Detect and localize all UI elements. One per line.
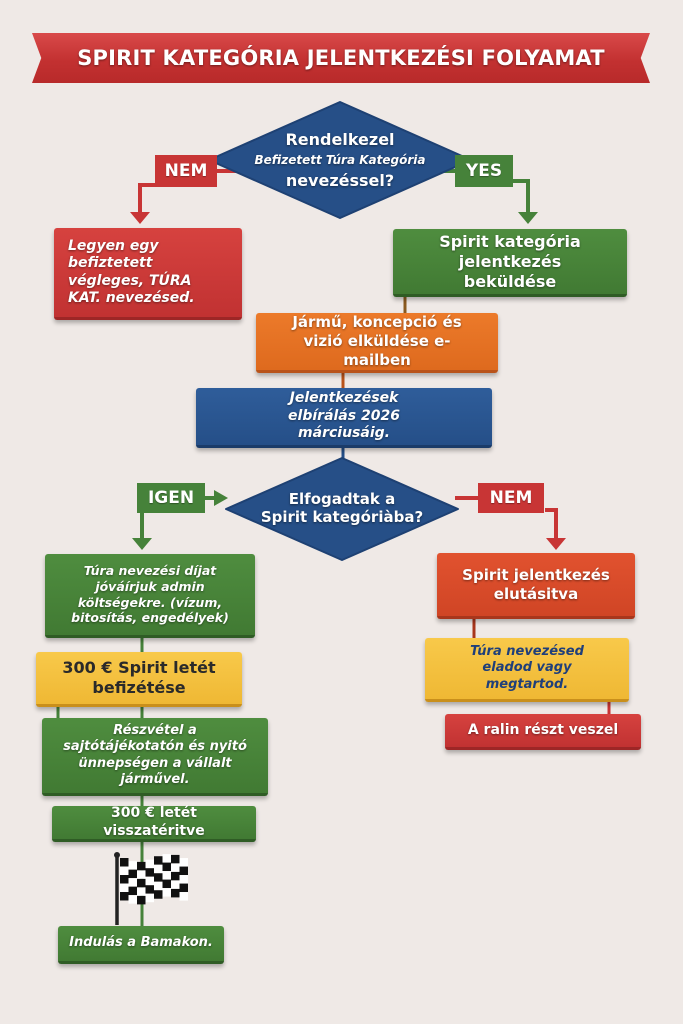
no-branch-text: Legyen egy befiztetett végleges, TÚRA KA… [68, 237, 195, 307]
review-step-text: Jelentkezések elbírálás 2026 márciusáig. [288, 390, 400, 442]
deposit-step: 300 € Spirit letét befizétése [36, 652, 242, 707]
nem-label-2: NEM [478, 483, 544, 513]
decision-2-text: Elfogadtak a Spirit kategóriàba? [242, 478, 442, 538]
checkered-flag-icon [114, 852, 188, 925]
nem2-arrow-line [545, 508, 558, 540]
igen-label: IGEN [137, 483, 205, 513]
option-text: Túra nevezésed eladod vagy megtartod. [470, 644, 584, 692]
option-step: Túra nevezésed eladod vagy megtartod. [425, 638, 629, 702]
page-title: SPIRIT KATEGÓRIA JELENTKEZÉSI FOLYAMAT [77, 46, 605, 70]
rally-text: A ralin részt veszel [467, 721, 619, 738]
decision-1-text: Rendelkezel Befizetett Túra Kategória ne… [225, 118, 455, 202]
rally-step: A ralin részt veszel [445, 714, 641, 750]
decision-diamond-2 [225, 457, 459, 561]
start-text: Indulás a Bamakon. [69, 935, 213, 951]
rejected-text: Spirit jelentkezés elutásitva [462, 565, 610, 603]
fee-credit-step: Túra nevezési díjat jóváírjuk admin költ… [45, 554, 255, 638]
email-step: Jármű, koncepció és vizió elküldése e-ma… [256, 313, 498, 373]
yes-label-1: YES [455, 155, 513, 187]
igen-arrow-head [132, 538, 152, 550]
rejected-step: Spirit jelentkezés elutásitva [437, 553, 635, 619]
yes-arrow-line [510, 179, 530, 214]
decision-diamond-1 [208, 101, 472, 219]
yes-arrow-head [518, 212, 538, 224]
refund-text: 300 € letét visszatéritve [103, 805, 205, 839]
title-banner [32, 33, 650, 83]
submit-step: Spirit kategória jelentkezés beküldése [393, 229, 627, 297]
no-branch-box: Legyen egy befiztetett végleges, TÚRA KA… [54, 228, 242, 320]
participation-text: Részvétel a sajtótájékotatón és nyitó ün… [63, 723, 247, 787]
review-step: Jelentkezések elbírálás 2026 márciusáig. [196, 388, 492, 448]
decision-1-line1: Rendelkezel [285, 130, 395, 149]
submit-step-text: Spirit kategória jelentkezés beküldése [439, 231, 581, 291]
refund-step: 300 € letét visszatéritve [52, 805, 256, 842]
decision-2-line2: Spirit kategóriàba? [260, 508, 424, 526]
start-step: Indulás a Bamakon. [58, 926, 224, 964]
no-label-1: NEM [155, 155, 217, 187]
participation-step: Részvétel a sajtótájékotatón és nyitó ün… [42, 718, 268, 796]
deposit-text: 300 € Spirit letét befizétése [62, 658, 216, 697]
no-arrow-head [130, 212, 150, 224]
email-step-text: Jármű, koncepció és vizió elküldése e-ma… [292, 313, 462, 369]
fee-credit-text: Túra nevezési díjat jóváírjuk admin költ… [71, 563, 229, 626]
no-arrow-line [138, 183, 158, 214]
igen-arrow-right [214, 490, 228, 506]
decision-1-line3: nevezéssel? [285, 171, 395, 190]
decision-2-line1: Elfogadtak a [288, 490, 396, 508]
nem2-arrow-head [546, 538, 566, 550]
decision-1-line2: Befizetett Túra Kategória [254, 153, 426, 167]
